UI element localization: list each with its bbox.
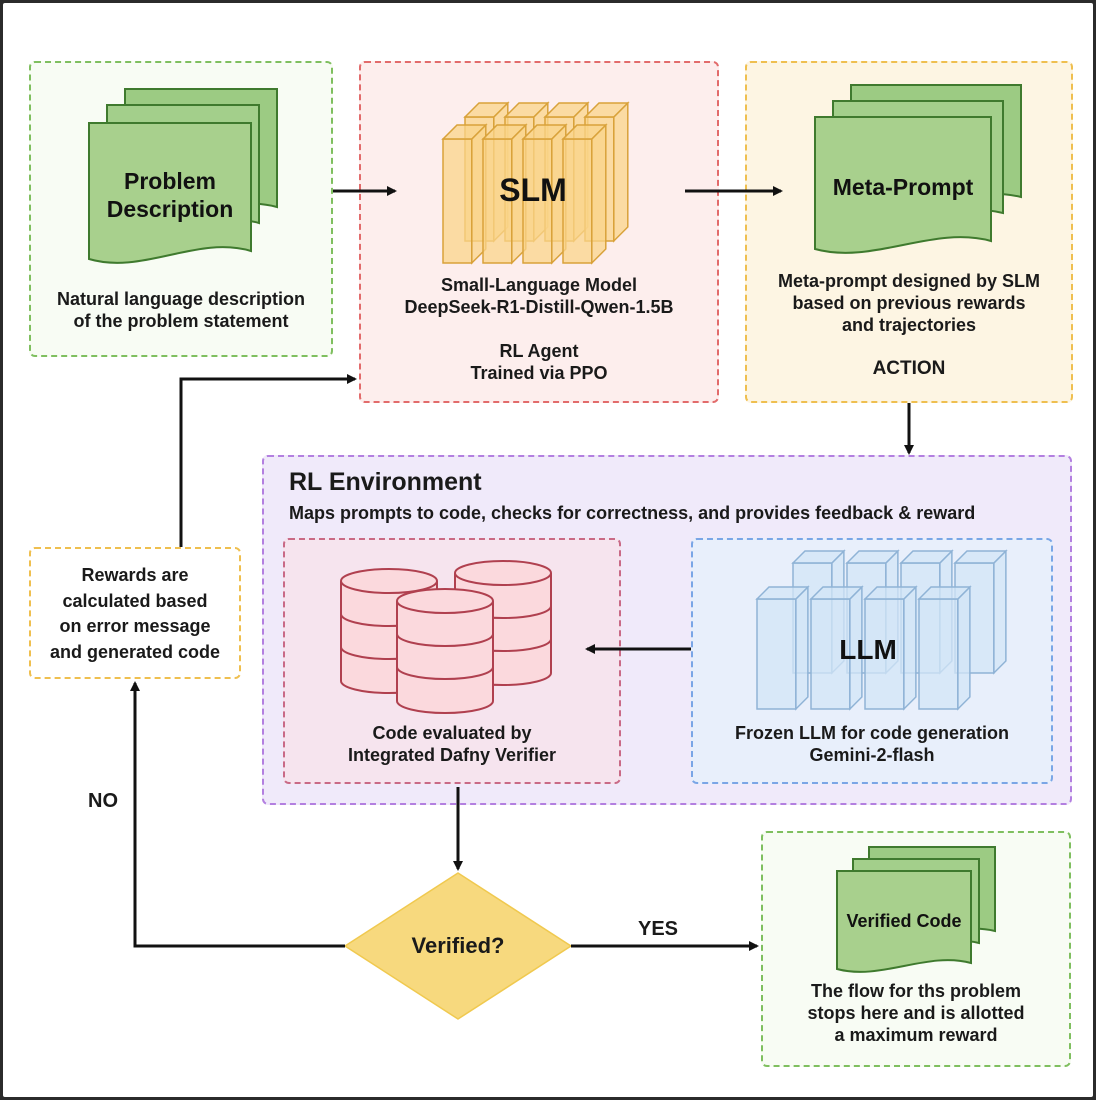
block-top (561, 124, 608, 140)
arrow-rewards-to-slm (179, 374, 357, 547)
problem-desc-line1: Natural language description (56, 289, 306, 309)
meta-desc-line2: based on previous rewards (792, 292, 1026, 313)
slm-model-line1: Small-Language Model (440, 275, 638, 295)
verifier-line2: Integrated Dafny Verifier (347, 744, 557, 765)
verified-code-title: Verified Code (846, 911, 962, 931)
verifier-line1: Code evaluated by (372, 723, 532, 743)
llm-label: LLM (839, 634, 897, 665)
arrow-no-to-rewards (130, 681, 345, 948)
verified-line1: The flow for ths problem (811, 981, 1021, 1001)
block-top (953, 550, 1008, 564)
block-top (463, 102, 510, 118)
rewards-line3: on error message (59, 616, 211, 637)
meta-desc-line3: and trajectories (841, 314, 977, 335)
block-top (583, 102, 630, 118)
block-top (917, 586, 972, 600)
decision-diamond (343, 872, 573, 1020)
verifier-box (283, 538, 621, 784)
block-top (441, 124, 488, 140)
block-top (481, 124, 528, 140)
llm-line2: Gemini-2-flash (809, 744, 935, 765)
block-top (543, 102, 590, 118)
diagram-canvas: Problem Description Natural language des… (3, 3, 1093, 1097)
database-icon (340, 560, 552, 714)
slm-model-line2: DeepSeek-R1-Distill-Qwen-1.5B (404, 296, 674, 317)
verified-line2: stops here and is allotted (807, 1002, 1025, 1023)
block-top (899, 550, 954, 564)
meta-prompt-title: Meta-Prompt (832, 174, 974, 200)
rewards-line1: Rewards are (81, 565, 189, 585)
slm-label: SLM (499, 172, 567, 208)
slm-agent-line1: RL Agent (499, 341, 579, 361)
meta-prompt-doc-icon (814, 84, 1022, 254)
block-slab (756, 598, 797, 710)
rl-environment-title: RL Environment (289, 468, 482, 496)
problem-doc-icon (88, 88, 278, 264)
block-top (845, 550, 900, 564)
block-top (809, 586, 864, 600)
block-top (791, 550, 846, 564)
flow-arrows (130, 186, 914, 951)
decision-label: Verified? (411, 933, 505, 958)
llm-block-icon (755, 549, 1008, 711)
slm-agent-line2: Trained via PPO (470, 362, 608, 383)
action-label: ACTION (872, 358, 946, 379)
no-label: NO (88, 790, 118, 812)
rl-environment-subtitle: Maps prompts to code, checks for correct… (289, 503, 976, 523)
slm-block-icon (441, 101, 630, 265)
block-top (755, 586, 810, 600)
verified-line3: a maximum reward (834, 1024, 998, 1045)
block-top (503, 102, 550, 118)
rewards-line4: and generated code (49, 641, 221, 662)
block-slab (810, 598, 851, 710)
block-slab (562, 138, 593, 264)
llm-line1: Frozen LLM for code generation (734, 723, 1009, 743)
problem-desc-line2: of the problem statement (73, 310, 289, 331)
block-top (863, 586, 918, 600)
yes-label: YES (637, 918, 679, 940)
verified-code-doc-icon (836, 846, 996, 973)
problem-title-line1: Problem (123, 168, 217, 194)
rewards-line2: calculated based (62, 590, 208, 611)
problem-title-line2: Description (106, 196, 234, 223)
block-top (521, 124, 568, 140)
meta-desc-line1: Meta-prompt designed by SLM (777, 271, 1040, 291)
rewards-box (29, 547, 241, 679)
